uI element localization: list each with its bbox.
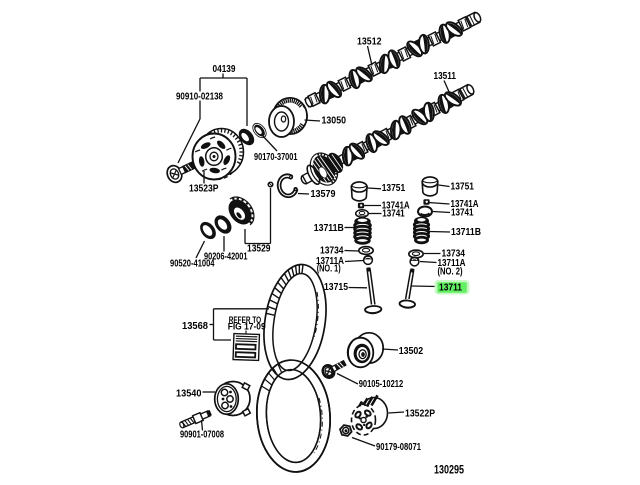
svg-text:13523P: 13523P bbox=[189, 184, 219, 195]
svg-text:130295: 130295 bbox=[434, 465, 464, 477]
svg-text:90179-08071: 90179-08071 bbox=[376, 442, 421, 453]
svg-text:90105-10212: 90105-10212 bbox=[359, 379, 404, 390]
svg-text:13529: 13529 bbox=[247, 244, 271, 255]
svg-text:90901-07008: 90901-07008 bbox=[180, 430, 224, 441]
svg-text:90910-02138: 90910-02138 bbox=[176, 92, 223, 103]
svg-text:13502: 13502 bbox=[399, 346, 424, 357]
svg-text:13522P: 13522P bbox=[405, 409, 435, 420]
svg-text:90170-37001: 90170-37001 bbox=[254, 152, 298, 163]
svg-text:13751: 13751 bbox=[451, 182, 475, 193]
svg-text:(NO. 2): (NO. 2) bbox=[438, 267, 463, 278]
svg-text:13741: 13741 bbox=[451, 208, 474, 219]
svg-text:13711B: 13711B bbox=[451, 227, 481, 238]
svg-text:13579: 13579 bbox=[311, 189, 336, 200]
svg-text:13741: 13741 bbox=[382, 209, 405, 220]
svg-text:04139: 04139 bbox=[213, 64, 236, 75]
svg-text:(NO. 1): (NO. 1) bbox=[317, 264, 341, 275]
svg-text:FIG 17-09: FIG 17-09 bbox=[228, 322, 266, 332]
svg-text:13711: 13711 bbox=[439, 283, 462, 294]
svg-text:13540: 13540 bbox=[176, 389, 202, 400]
svg-text:13711B: 13711B bbox=[314, 223, 344, 234]
svg-text:13734: 13734 bbox=[320, 246, 344, 257]
svg-text:13512: 13512 bbox=[357, 37, 382, 48]
svg-text:13715: 13715 bbox=[324, 282, 348, 293]
svg-text:13568: 13568 bbox=[182, 321, 208, 332]
svg-text:13751: 13751 bbox=[382, 183, 406, 194]
svg-text:90520-41004: 90520-41004 bbox=[170, 259, 215, 270]
svg-text:13511: 13511 bbox=[434, 71, 457, 82]
svg-text:13050: 13050 bbox=[322, 116, 347, 127]
